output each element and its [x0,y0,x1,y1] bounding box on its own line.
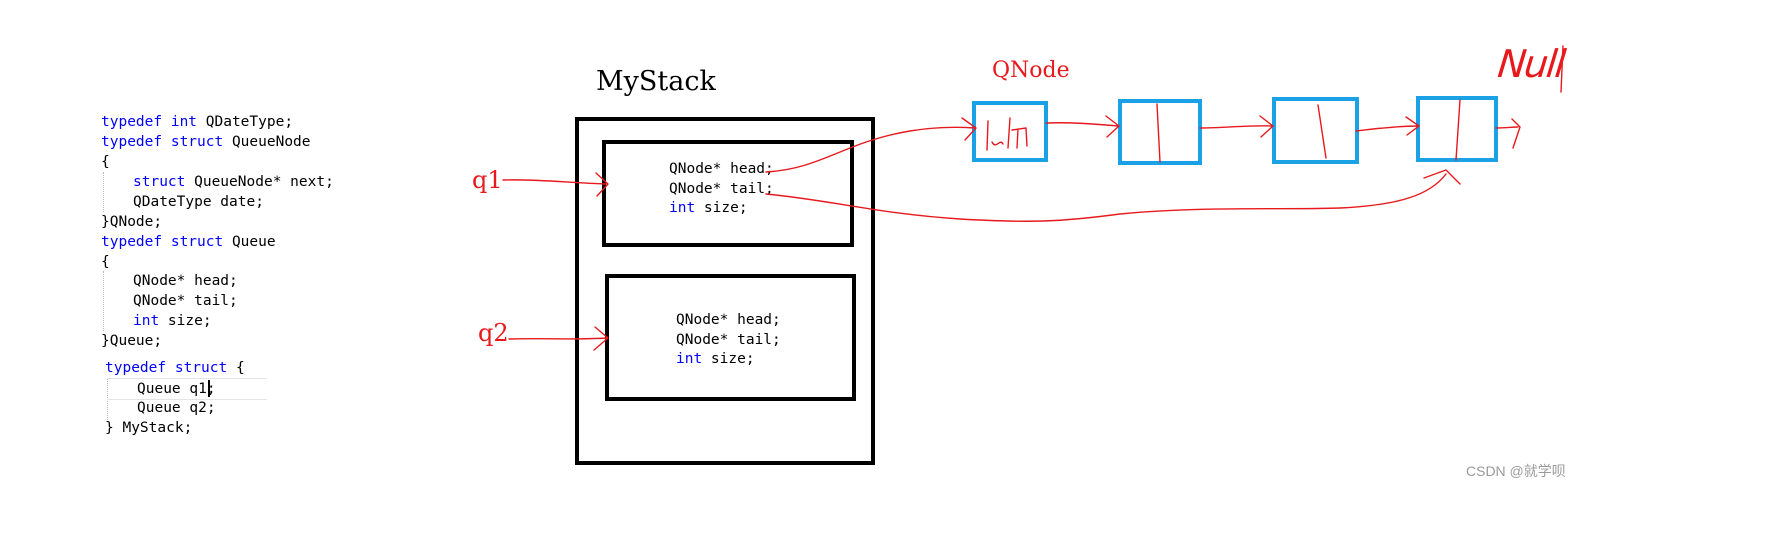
code-line: struct QueueNode* next; [133,174,334,190]
q2-size-field: int size; [676,351,755,367]
tail-pointer-arrow [765,173,1447,222]
indent-guide [103,271,104,331]
q2-label: q2 [478,319,509,347]
null-flourish [1560,45,1564,93]
node-link-2 [1199,125,1273,129]
node4-data-scribble [1455,99,1461,161]
node-link-4 [1495,126,1519,129]
qnode-label: QNode [992,58,1070,83]
code-line: int size; [133,313,212,329]
node-link-3-head [1405,116,1420,136]
head-arrowhead [961,117,977,141]
code-line: { [101,254,110,270]
indent-guide [103,172,104,212]
node3-data-scribble [1317,104,1327,159]
node-link-1-head [1105,115,1120,138]
code-line: }QNode; [101,214,163,230]
code-line: { [101,154,110,170]
q1-arrowhead [595,172,609,197]
node-link-1 [1045,122,1119,127]
qnode-4 [1416,96,1498,162]
q1-label: q1 [472,166,503,194]
q2-tail-field: QNode* tail; [676,332,781,348]
q1-arrow [502,179,607,185]
mystack-box [575,117,875,465]
qnode-1 [972,101,1048,162]
q1-head-field: QNode* head; [669,161,774,177]
code-line: QNode* tail; [133,293,238,309]
text-cursor [208,380,210,397]
tail-arrowhead [1423,169,1461,185]
code-line: typedef struct { [105,360,245,376]
code-line: Queue q2; [137,400,216,416]
code-line: }Queue; [101,333,163,349]
q2-head-field: QNode* head; [676,312,781,328]
queue-q1-box [602,140,854,247]
qnode-2 [1118,99,1202,165]
node2-data-scribble [1156,103,1161,163]
node-link-3 [1355,125,1419,132]
node-link-2-head [1259,115,1274,138]
code-line: typedef struct QueueNode [101,134,311,150]
node1-data-scribble [986,117,1028,151]
node-link-4-head [1511,118,1521,149]
mystack-title: MyStack [596,66,716,97]
q2-arrow [508,337,608,340]
code-line: } MyStack; [105,420,193,436]
code-line: typedef struct Queue [101,234,276,250]
q2-arrowhead [593,326,609,351]
head-pointer-arrow [765,126,976,173]
code-line: QNode* head; [133,273,238,289]
watermark: CSDN @就学呗 [1466,463,1566,479]
code-line: QDateType date; [133,194,264,210]
current-line-highlight [107,378,267,400]
q1-tail-field: QNode* tail; [669,181,774,197]
q1-size-field: int size; [669,200,748,216]
code-line: typedef int QDateType; [101,114,294,130]
